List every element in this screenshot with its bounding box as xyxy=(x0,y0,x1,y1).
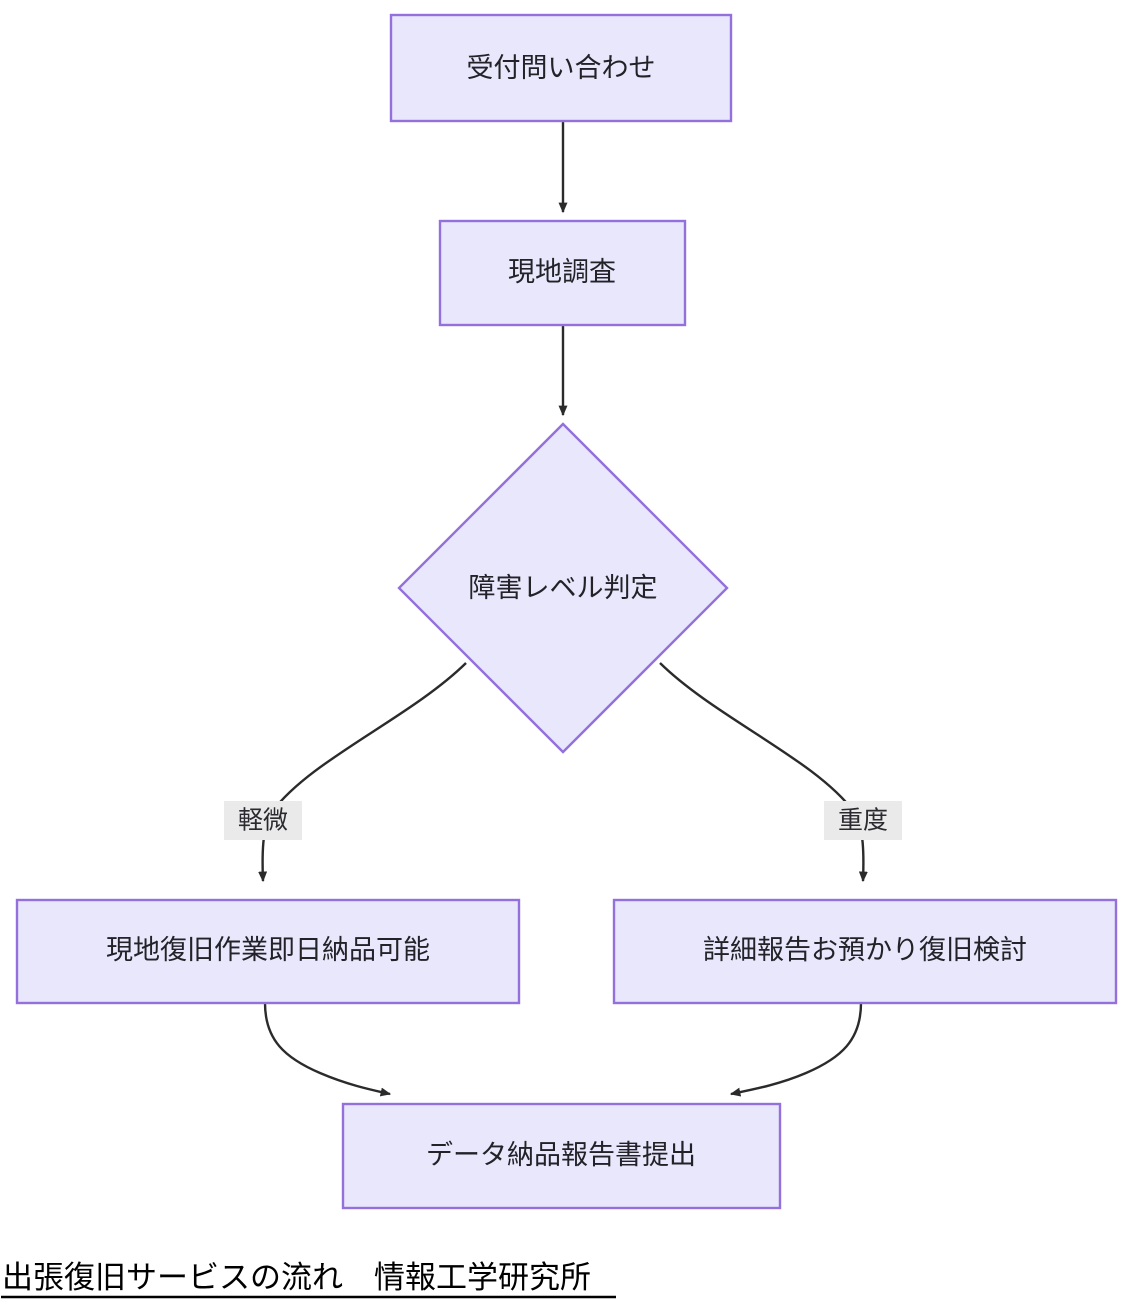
node-reception-inquiry-shape[interactable] xyxy=(389,13,733,123)
edge-labels-layer: 軽微 重度 xyxy=(224,801,902,840)
edges-layer xyxy=(258,121,868,1097)
node-site-survey[interactable]: 現地調査 xyxy=(438,219,687,327)
node-onsite-recovery-sameday-label: 現地復旧作業即日納品可能 xyxy=(106,935,430,965)
node-site-survey-shape[interactable] xyxy=(438,219,687,327)
node-data-delivery-report-shape[interactable] xyxy=(341,1102,782,1210)
node-detailed-report-pickup-label: 詳細報告お預かり復旧検討 xyxy=(703,935,1027,965)
diagram-caption: 出張復旧サービスの流れ 情報工学研究所 xyxy=(2,1260,591,1295)
edge-label-light-bg xyxy=(224,801,302,840)
edge-label-severe: 重度 xyxy=(838,807,888,835)
node-onsite-recovery-sameday[interactable]: 現地復旧作業即日納品可能 xyxy=(15,898,521,1005)
node-reception-inquiry-label: 受付問い合わせ xyxy=(467,53,656,83)
edge-n3-n5 xyxy=(659,662,868,883)
node-detailed-report-pickup-shape[interactable] xyxy=(612,898,1118,1005)
node-fault-level-decision-label: 障害レベル判定 xyxy=(469,573,658,603)
node-site-survey-label: 現地調査 xyxy=(508,257,616,287)
node-data-delivery-report-label: データ納品報告書提出 xyxy=(426,1140,696,1170)
node-data-delivery-report[interactable]: データ納品報告書提出 xyxy=(341,1102,782,1210)
edge-n5-n6 xyxy=(729,1002,863,1097)
caption-group: 出張復旧サービスの流れ 情報工学研究所 xyxy=(1,1260,616,1299)
node-detailed-report-pickup[interactable]: 詳細報告お預かり復旧検討 xyxy=(612,898,1118,1005)
edge-label-severe-bg xyxy=(824,801,902,840)
node-onsite-recovery-sameday-shape[interactable] xyxy=(15,898,521,1005)
edge-n3-n4 xyxy=(258,662,467,883)
node-reception-inquiry[interactable]: 受付問い合わせ xyxy=(389,13,733,123)
edge-label-light: 軽微 xyxy=(238,807,288,835)
node-fault-level-decision-shape[interactable] xyxy=(397,422,729,754)
node-fault-level-decision[interactable]: 障害レベル判定 xyxy=(397,422,729,754)
nodes-layer: 受付問い合わせ 現地調査 障害レベル判定 現地復旧作業即日納品可能 詳細報告お預… xyxy=(15,13,1118,1210)
edge-n4-n6 xyxy=(263,1002,392,1097)
